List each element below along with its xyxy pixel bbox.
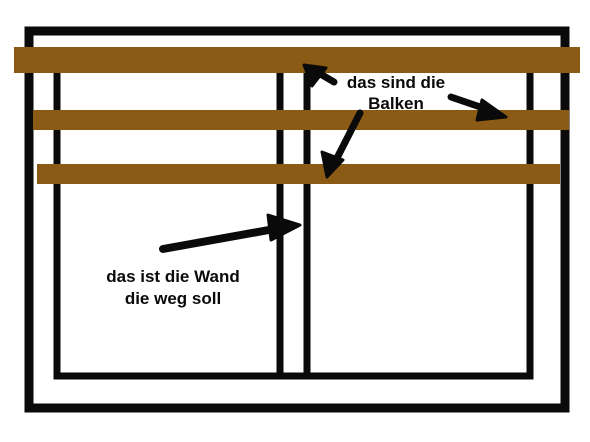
interior-wall <box>276 62 311 373</box>
wall-annotation-line1: das ist die Wand <box>106 267 240 286</box>
arrows <box>159 63 508 253</box>
beam-middle <box>33 110 569 130</box>
beams-annotation-line2: Balken <box>368 94 424 113</box>
outer-wall <box>24 26 570 413</box>
arrow-to-wall <box>159 213 302 253</box>
arrow-to-top-beam <box>302 63 338 88</box>
beam-top <box>14 47 580 73</box>
beams-annotation-line1: das sind die <box>347 73 445 92</box>
inner-room-outline <box>53 55 534 380</box>
beams <box>14 47 580 184</box>
wall-annotation-line2: die weg soll <box>125 289 221 308</box>
arrow-to-bottom-beam <box>320 109 364 179</box>
arrow-to-middle-beam <box>447 93 508 122</box>
beam-bottom <box>37 164 560 184</box>
